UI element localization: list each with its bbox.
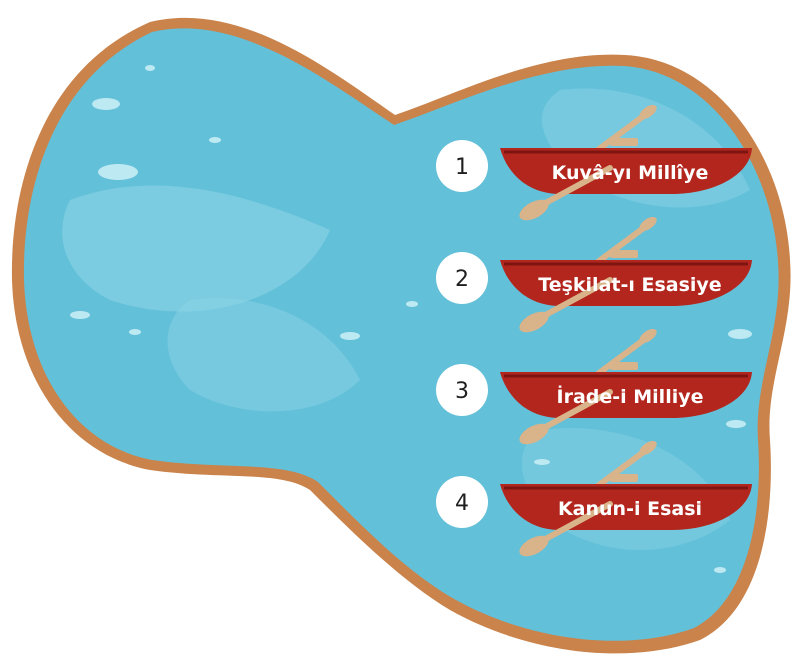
water-ripple [167, 298, 360, 412]
number-badge-circle [436, 252, 488, 304]
water-highlight [209, 137, 221, 143]
oar-blade [519, 199, 549, 221]
oar-blade [639, 216, 657, 232]
boat-hull [500, 260, 752, 306]
oar-blade [519, 535, 549, 557]
rowboat-icon [500, 104, 752, 221]
boat-label: Teşkilat-ı Esasiye [538, 274, 721, 296]
oar-shaft [537, 389, 613, 433]
boats-layer: 1 Kuvâ-yı Millîye 2 Teşkilat-ı Esasiye 3 İrad… [436, 104, 752, 557]
water-highlight [728, 329, 752, 339]
number-badge-text: 4 [455, 491, 469, 516]
boat-hull [500, 148, 752, 194]
boat-row: 1 Kuvâ-yı Millîye [436, 104, 752, 221]
number-badge: 1 [436, 140, 488, 192]
oar-shaft [592, 224, 648, 267]
boat-hull [500, 484, 752, 530]
boat-label: Kanun-i Esasi [558, 498, 702, 520]
oar-shaft [537, 165, 613, 209]
water-highlight [726, 420, 746, 428]
oar-shaft [537, 277, 613, 321]
water-highlight [129, 329, 141, 335]
rowboat-icon [500, 216, 752, 333]
oar-shaft [592, 112, 648, 155]
rowboat-icon [500, 328, 752, 445]
water-highlight [406, 301, 418, 307]
oar-blade [639, 440, 657, 456]
number-badge: 3 [436, 364, 488, 416]
boat-hull [500, 372, 752, 418]
water-highlight [70, 311, 90, 319]
lake [11, 17, 791, 654]
boat-seat [610, 138, 638, 146]
oar-shaft [537, 501, 613, 545]
water-highlight [145, 65, 155, 71]
boat-seat [610, 250, 638, 258]
water-highlight [714, 567, 726, 573]
number-badge-text: 2 [455, 267, 469, 292]
water-ripple [62, 185, 331, 312]
oar-blade [639, 328, 657, 344]
oar-blade [639, 104, 657, 120]
number-badge-text: 3 [455, 379, 469, 404]
oar-blade [519, 423, 549, 445]
water-highlight [534, 459, 550, 465]
boat-row: 2 Teşkilat-ı Esasiye [436, 216, 752, 333]
water-highlight [92, 98, 120, 110]
boat-seat [610, 474, 638, 482]
number-badge-circle [436, 140, 488, 192]
boat-label: Kuvâ-yı Millîye [552, 162, 709, 184]
oar-blade [519, 311, 549, 333]
oar-shaft [592, 336, 648, 379]
boat-row: 4 Kanun-i Esasi [436, 440, 752, 557]
number-badge-text: 1 [455, 155, 469, 180]
oar-shaft [592, 448, 648, 491]
water-highlight [340, 332, 360, 340]
rowboat-icon [500, 440, 752, 557]
water-highlight [98, 164, 138, 180]
number-badge-circle [436, 476, 488, 528]
boat-label: İrade-i Milliye [557, 384, 704, 408]
number-badge: 2 [436, 252, 488, 304]
number-badge-circle [436, 364, 488, 416]
number-badge: 4 [436, 476, 488, 528]
boat-row: 3 İrade-i Milliye [436, 328, 752, 445]
boat-seat [610, 362, 638, 370]
